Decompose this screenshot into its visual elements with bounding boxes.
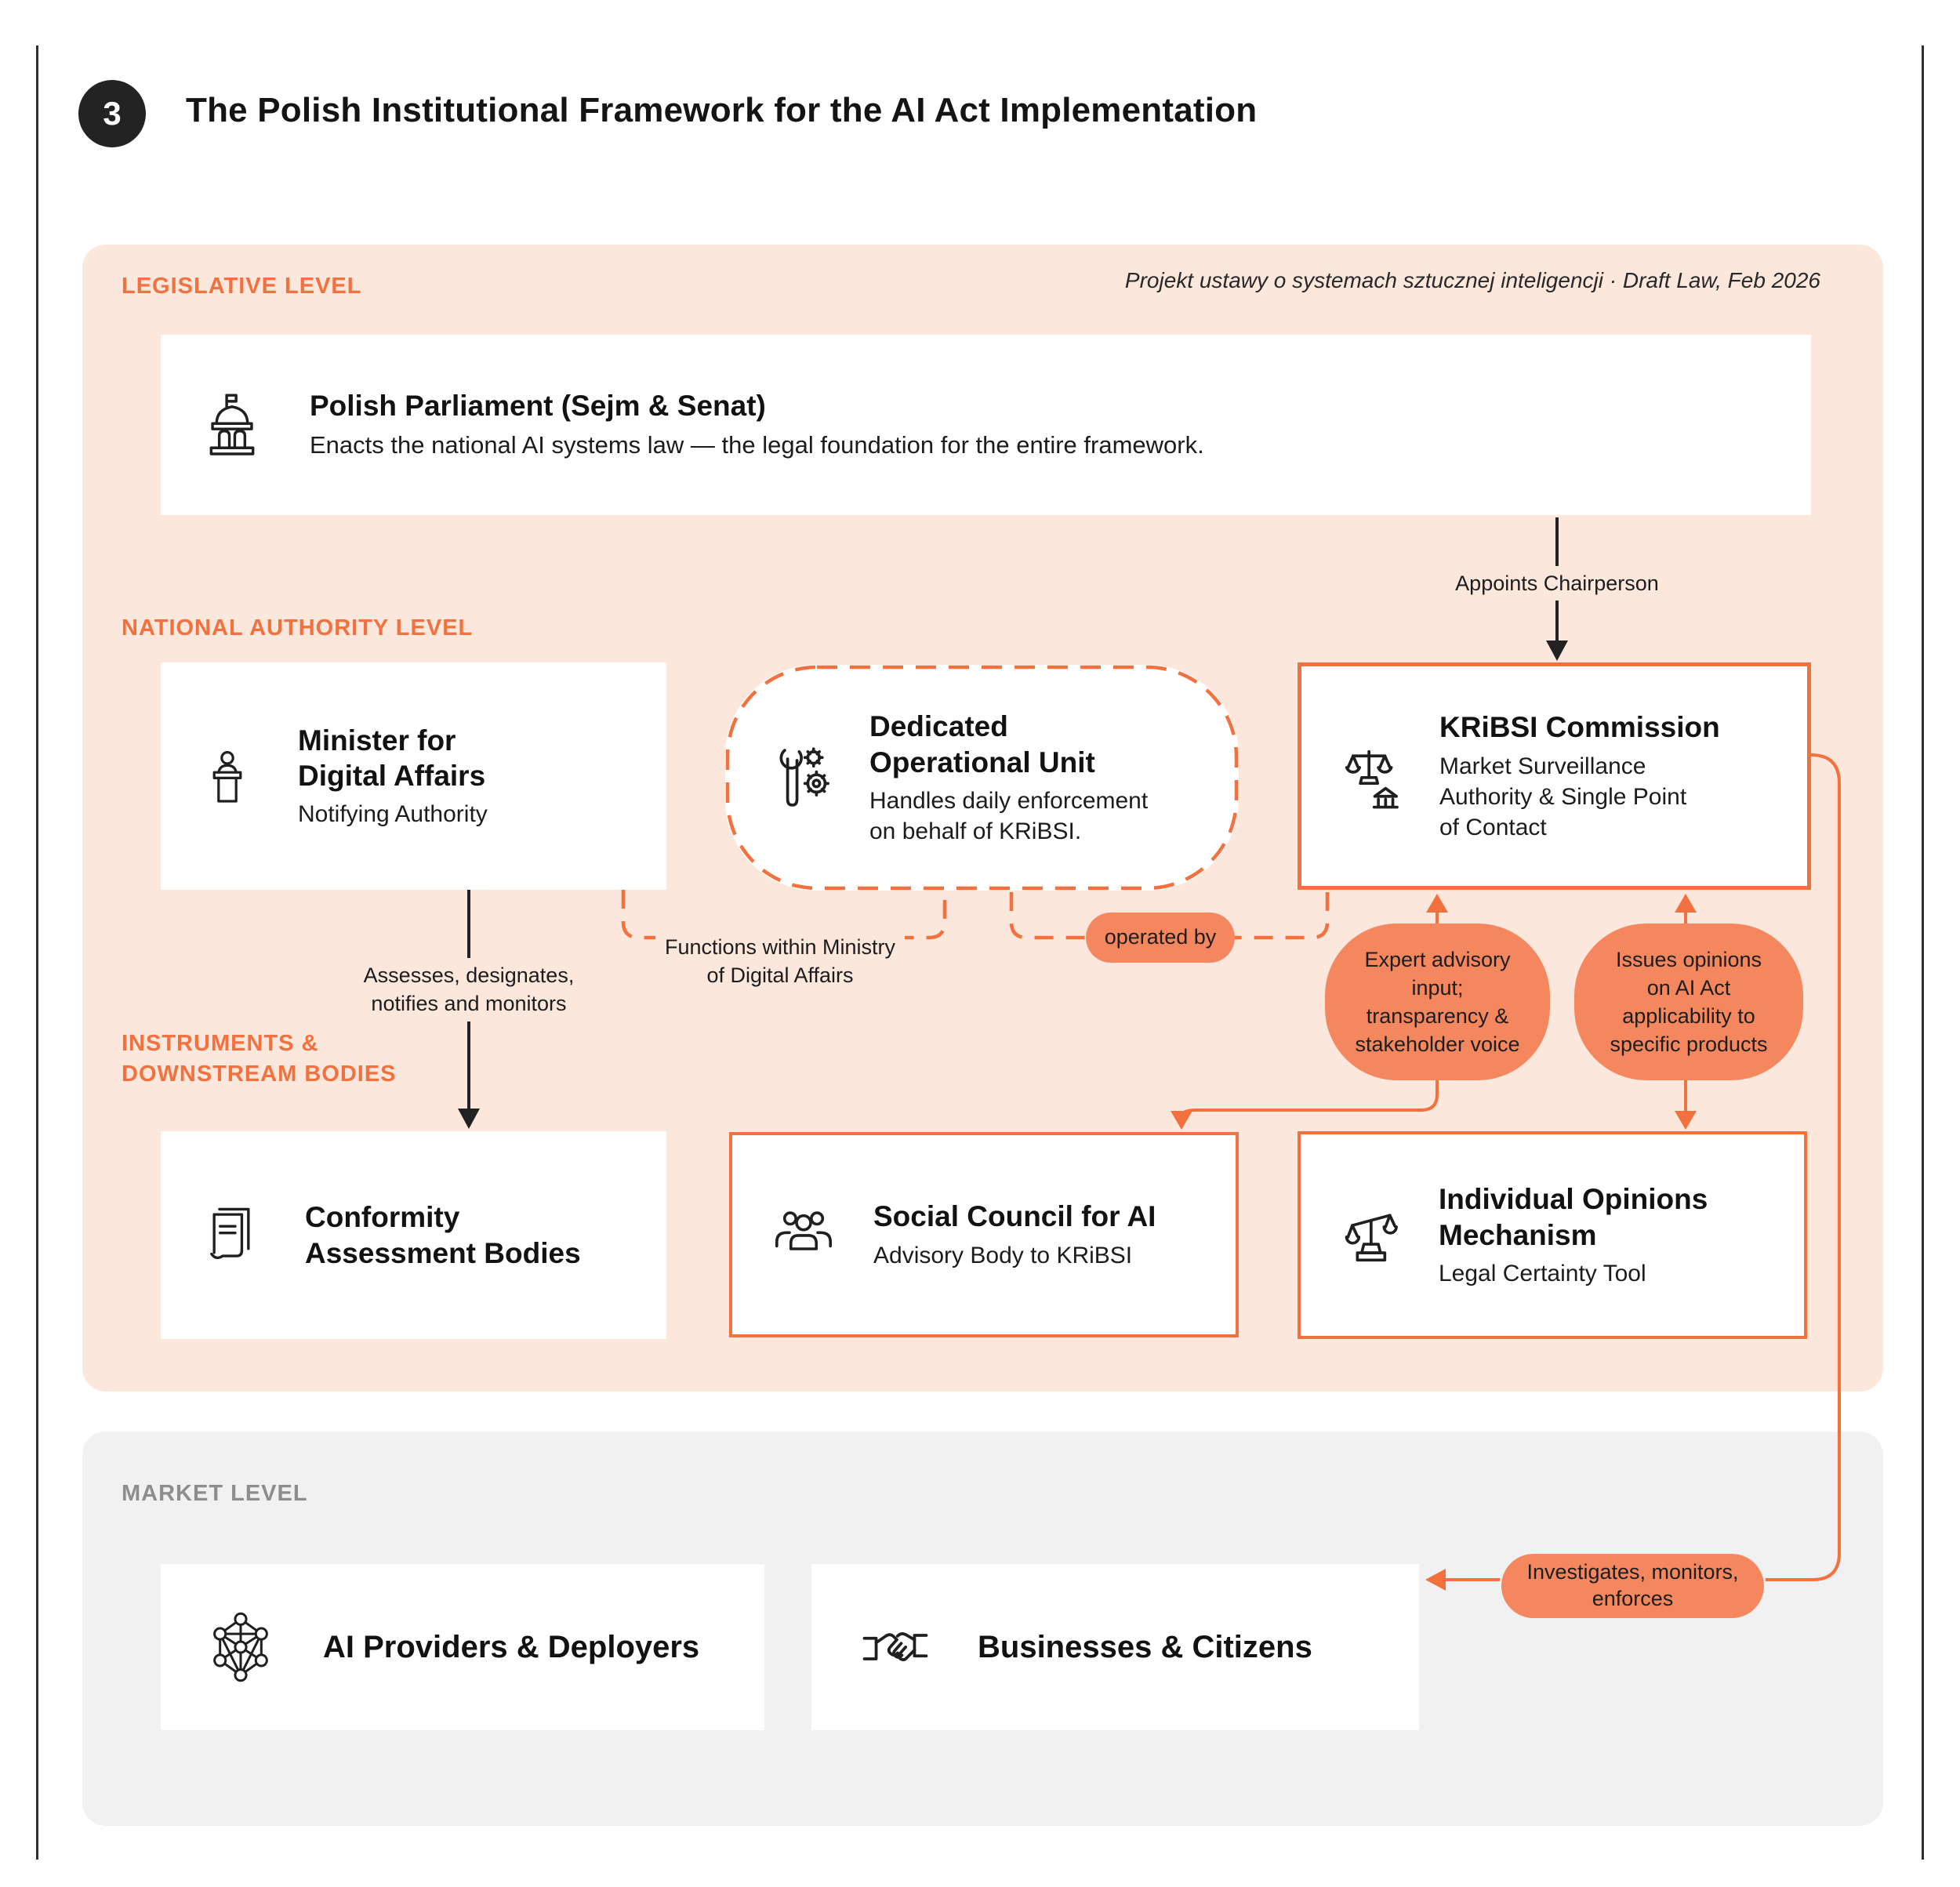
- conformity-title: Conformity Assessment Bodies: [305, 1201, 581, 1269]
- operated-by-pill: operated by: [1086, 913, 1235, 963]
- parliament-title: Polish Parliament (Sejm & Senat): [310, 390, 766, 423]
- parliament-box: Polish Parliament (Sejm & Senat) Enacts …: [161, 335, 1811, 515]
- expert-advisory-bubble: Expert advisory input; transparency & st…: [1325, 924, 1550, 1080]
- minister-subtitle: Notifying Authority: [298, 801, 488, 828]
- page-title: The Polish Institutional Framework for t…: [186, 91, 1258, 129]
- draft-law-caption: Projekt ustawy o systemach sztucznej int…: [1124, 268, 1820, 292]
- operational-unit-box: Dedicated Operational Unit Handles daily…: [725, 665, 1239, 891]
- individual-opinions-subtitle: Legal Certainty Tool: [1439, 1260, 1646, 1286]
- handshake-icon: [858, 1610, 932, 1684]
- functions-within-ministry-label: Functions within Ministry of Digital Aff…: [655, 930, 906, 993]
- parliament-desc: Enacts the national AI systems law — the…: [310, 431, 1204, 459]
- investigates-pill: Investigates, monitors, enforces: [1501, 1554, 1764, 1618]
- issues-opinions-bubble: Issues opinions on AI Act applicability …: [1574, 924, 1803, 1080]
- individual-opinions-box: Individual Opinions Mechanism Legal Cert…: [1298, 1131, 1807, 1339]
- parliament-icon: [198, 391, 266, 459]
- scales-bank-icon: [1334, 740, 1406, 812]
- appoints-chairperson-label: Appoints Chairperson: [1446, 566, 1668, 601]
- social-council-title: Social Council for AI: [873, 1200, 1156, 1233]
- operational-unit-title: Dedicated Operational Unit: [869, 710, 1095, 778]
- minister-box: Minister for Digital Affairs Notifying A…: [161, 662, 666, 890]
- ai-providers-box: AI Providers & Deployers: [161, 1564, 764, 1730]
- market-level-label: MARKET LEVEL: [122, 1481, 308, 1506]
- operational-unit-desc: Handles daily enforcement on behalf of K…: [869, 787, 1149, 844]
- tilted-scales-icon: [1334, 1199, 1406, 1272]
- businesses-title: Businesses & Citizens: [978, 1629, 1312, 1664]
- minister-title: Minister for Digital Affairs: [298, 724, 486, 792]
- neural-network-icon: [204, 1610, 278, 1684]
- social-council-subtitle: Advisory Body to KRiBSI: [873, 1242, 1133, 1268]
- podium-speaker-icon: [196, 745, 259, 807]
- kribsi-box: KRiBSI Commission Market Surveillance Au…: [1298, 662, 1811, 890]
- conformity-box: Conformity Assessment Bodies: [161, 1131, 666, 1339]
- slide-number-badge: 3: [78, 80, 146, 147]
- operational-unit-dashed-border: [725, 665, 1239, 891]
- kribsi-subtitle: Market Surveillance Authority & Single P…: [1439, 753, 1687, 840]
- social-council-box: Social Council for AI Advisory Body to K…: [729, 1132, 1239, 1337]
- instruments-level-label: INSTRUMENTS & DOWNSTREAM BODIES: [122, 1031, 397, 1087]
- right-page-rule: [1922, 45, 1924, 1860]
- slide-number: 3: [103, 95, 122, 132]
- legislative-level-label: LEGISLATIVE LEVEL: [122, 274, 362, 299]
- certificate-document-icon: [198, 1203, 264, 1268]
- kribsi-title: KRiBSI Commission: [1439, 711, 1720, 744]
- ai-providers-title: AI Providers & Deployers: [323, 1629, 700, 1664]
- individual-opinions-title: Individual Opinions Mechanism: [1439, 1183, 1708, 1251]
- businesses-box: Businesses & Citizens: [811, 1564, 1419, 1730]
- wrench-gears-icon: [766, 742, 838, 814]
- national-authority-level-label: NATIONAL AUTHORITY LEVEL: [122, 615, 474, 640]
- people-group-icon: [768, 1199, 839, 1270]
- left-page-rule: [36, 45, 38, 1860]
- assesses-designates-label: Assesses, designates, notifies and monit…: [354, 958, 584, 1022]
